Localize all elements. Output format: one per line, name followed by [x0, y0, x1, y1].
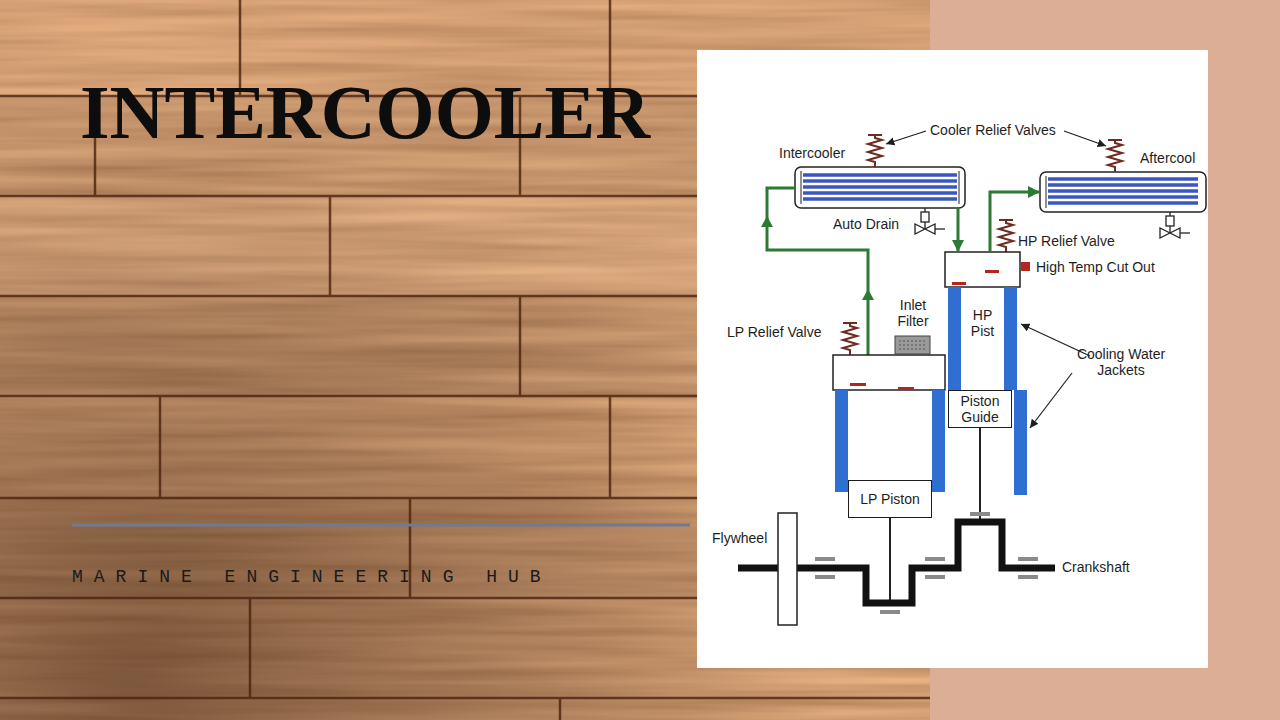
cooler-tube — [803, 179, 957, 183]
hp-cylinder-head — [945, 252, 1020, 287]
cooler-unit: Aftercool — [1040, 172, 1206, 212]
diagram-panel — [697, 50, 1208, 668]
water-jacket — [932, 390, 945, 492]
tube-header — [959, 171, 960, 204]
cooler-tube — [803, 185, 957, 189]
water-jacket — [948, 287, 961, 390]
drain-valve — [1160, 228, 1180, 238]
bearing — [815, 557, 835, 561]
cooler-tube — [1048, 189, 1198, 193]
cooler-tube — [803, 197, 957, 201]
plank-groove — [0, 697, 930, 700]
flow-arrow — [761, 216, 773, 227]
temp-sensor — [1021, 262, 1030, 271]
water-jacket — [835, 390, 848, 492]
flywheel — [778, 513, 797, 625]
part-label: LP Relief Valve — [727, 324, 821, 340]
cooler-tubes — [1048, 179, 1198, 203]
mesh-line — [899, 341, 926, 342]
valve-mark — [985, 270, 999, 273]
drain-pipe — [1180, 232, 1190, 233]
drain-pipe — [935, 228, 945, 229]
filter-mesh — [899, 341, 926, 349]
relief-springs — [843, 135, 1122, 355]
inlet-filter — [895, 336, 930, 354]
brand-label: MARINE ENGINEERING HUB — [72, 567, 552, 588]
cooler-body — [795, 167, 965, 208]
cooler-heading: Aftercool — [1140, 150, 1195, 166]
drain-solenoid — [921, 212, 929, 222]
cooler-tubes — [803, 175, 957, 199]
compressor-illustration — [738, 131, 1206, 625]
piston-guide-box: Piston Guide — [948, 390, 1012, 428]
plank-seam — [249, 598, 252, 698]
part-label: Cooling Water Jackets — [1075, 346, 1167, 378]
bearing — [970, 512, 990, 516]
cooler-heading: Intercooler — [779, 145, 845, 161]
part-label: Flywheel — [712, 530, 767, 546]
pipe-connector — [957, 208, 960, 252]
mesh-line — [899, 345, 926, 346]
plank-seam — [159, 396, 162, 498]
connecting-rod — [979, 428, 981, 522]
cooler-tube — [1048, 183, 1198, 187]
plank-seam — [609, 396, 612, 498]
tube-header — [1046, 176, 1047, 208]
leader-line — [886, 131, 926, 144]
tube-header — [801, 171, 802, 204]
bearing — [1018, 557, 1038, 561]
part-label: Crankshaft — [1062, 559, 1130, 575]
valve-mark — [952, 282, 966, 285]
leader-line — [1064, 131, 1106, 146]
mesh-line — [899, 349, 926, 350]
bearing — [1018, 575, 1038, 579]
spring-symbol — [1108, 140, 1122, 172]
box-label: Piston Guide — [952, 393, 1008, 425]
leader-line — [1030, 373, 1072, 428]
drain-valve — [915, 224, 935, 234]
part-label: HP Relief Valve — [1018, 233, 1115, 249]
hp-cylinder: HP Pist — [945, 252, 1020, 390]
part-label: Inlet Filter — [891, 297, 935, 329]
spring-symbol — [999, 220, 1013, 252]
separator-line — [72, 524, 690, 527]
drain-solenoid — [1166, 216, 1174, 226]
connecting-rod — [889, 518, 891, 600]
cooler-tube — [1048, 177, 1198, 181]
cooler-tube — [803, 173, 957, 177]
part-label: Auto Drain — [833, 216, 899, 232]
valve-mark — [850, 383, 866, 386]
cooler-unit: Intercooler — [795, 167, 965, 208]
part-label: High Temp Cut Out — [1036, 259, 1155, 275]
plank-seam — [329, 196, 332, 296]
water-jacket — [1014, 390, 1027, 495]
lp-cylinder-head — [833, 355, 945, 390]
cooler-tube — [1048, 201, 1198, 205]
bearing — [925, 575, 945, 579]
page-title: INTERCOOLER — [80, 74, 650, 150]
box-label: LP Piston — [860, 491, 920, 507]
cooler-tube — [1048, 195, 1198, 199]
cooler-tube — [803, 191, 957, 195]
valve-mark — [898, 387, 914, 390]
flow-arrow — [862, 289, 874, 300]
cylinder-label: HP Pist — [962, 307, 1004, 339]
bearing — [880, 610, 900, 614]
cooler-body — [1040, 172, 1206, 212]
bearings — [815, 512, 1038, 614]
bearing — [815, 575, 835, 579]
spring-symbol — [868, 135, 882, 167]
bearing — [925, 557, 945, 561]
piston-box: LP Piston — [848, 480, 932, 518]
part-label: Cooler Relief Valves — [930, 122, 1056, 138]
plank-seam — [519, 296, 522, 396]
water-jacket — [1004, 287, 1017, 390]
plank-seam — [559, 698, 562, 720]
spring-symbol — [843, 323, 857, 355]
